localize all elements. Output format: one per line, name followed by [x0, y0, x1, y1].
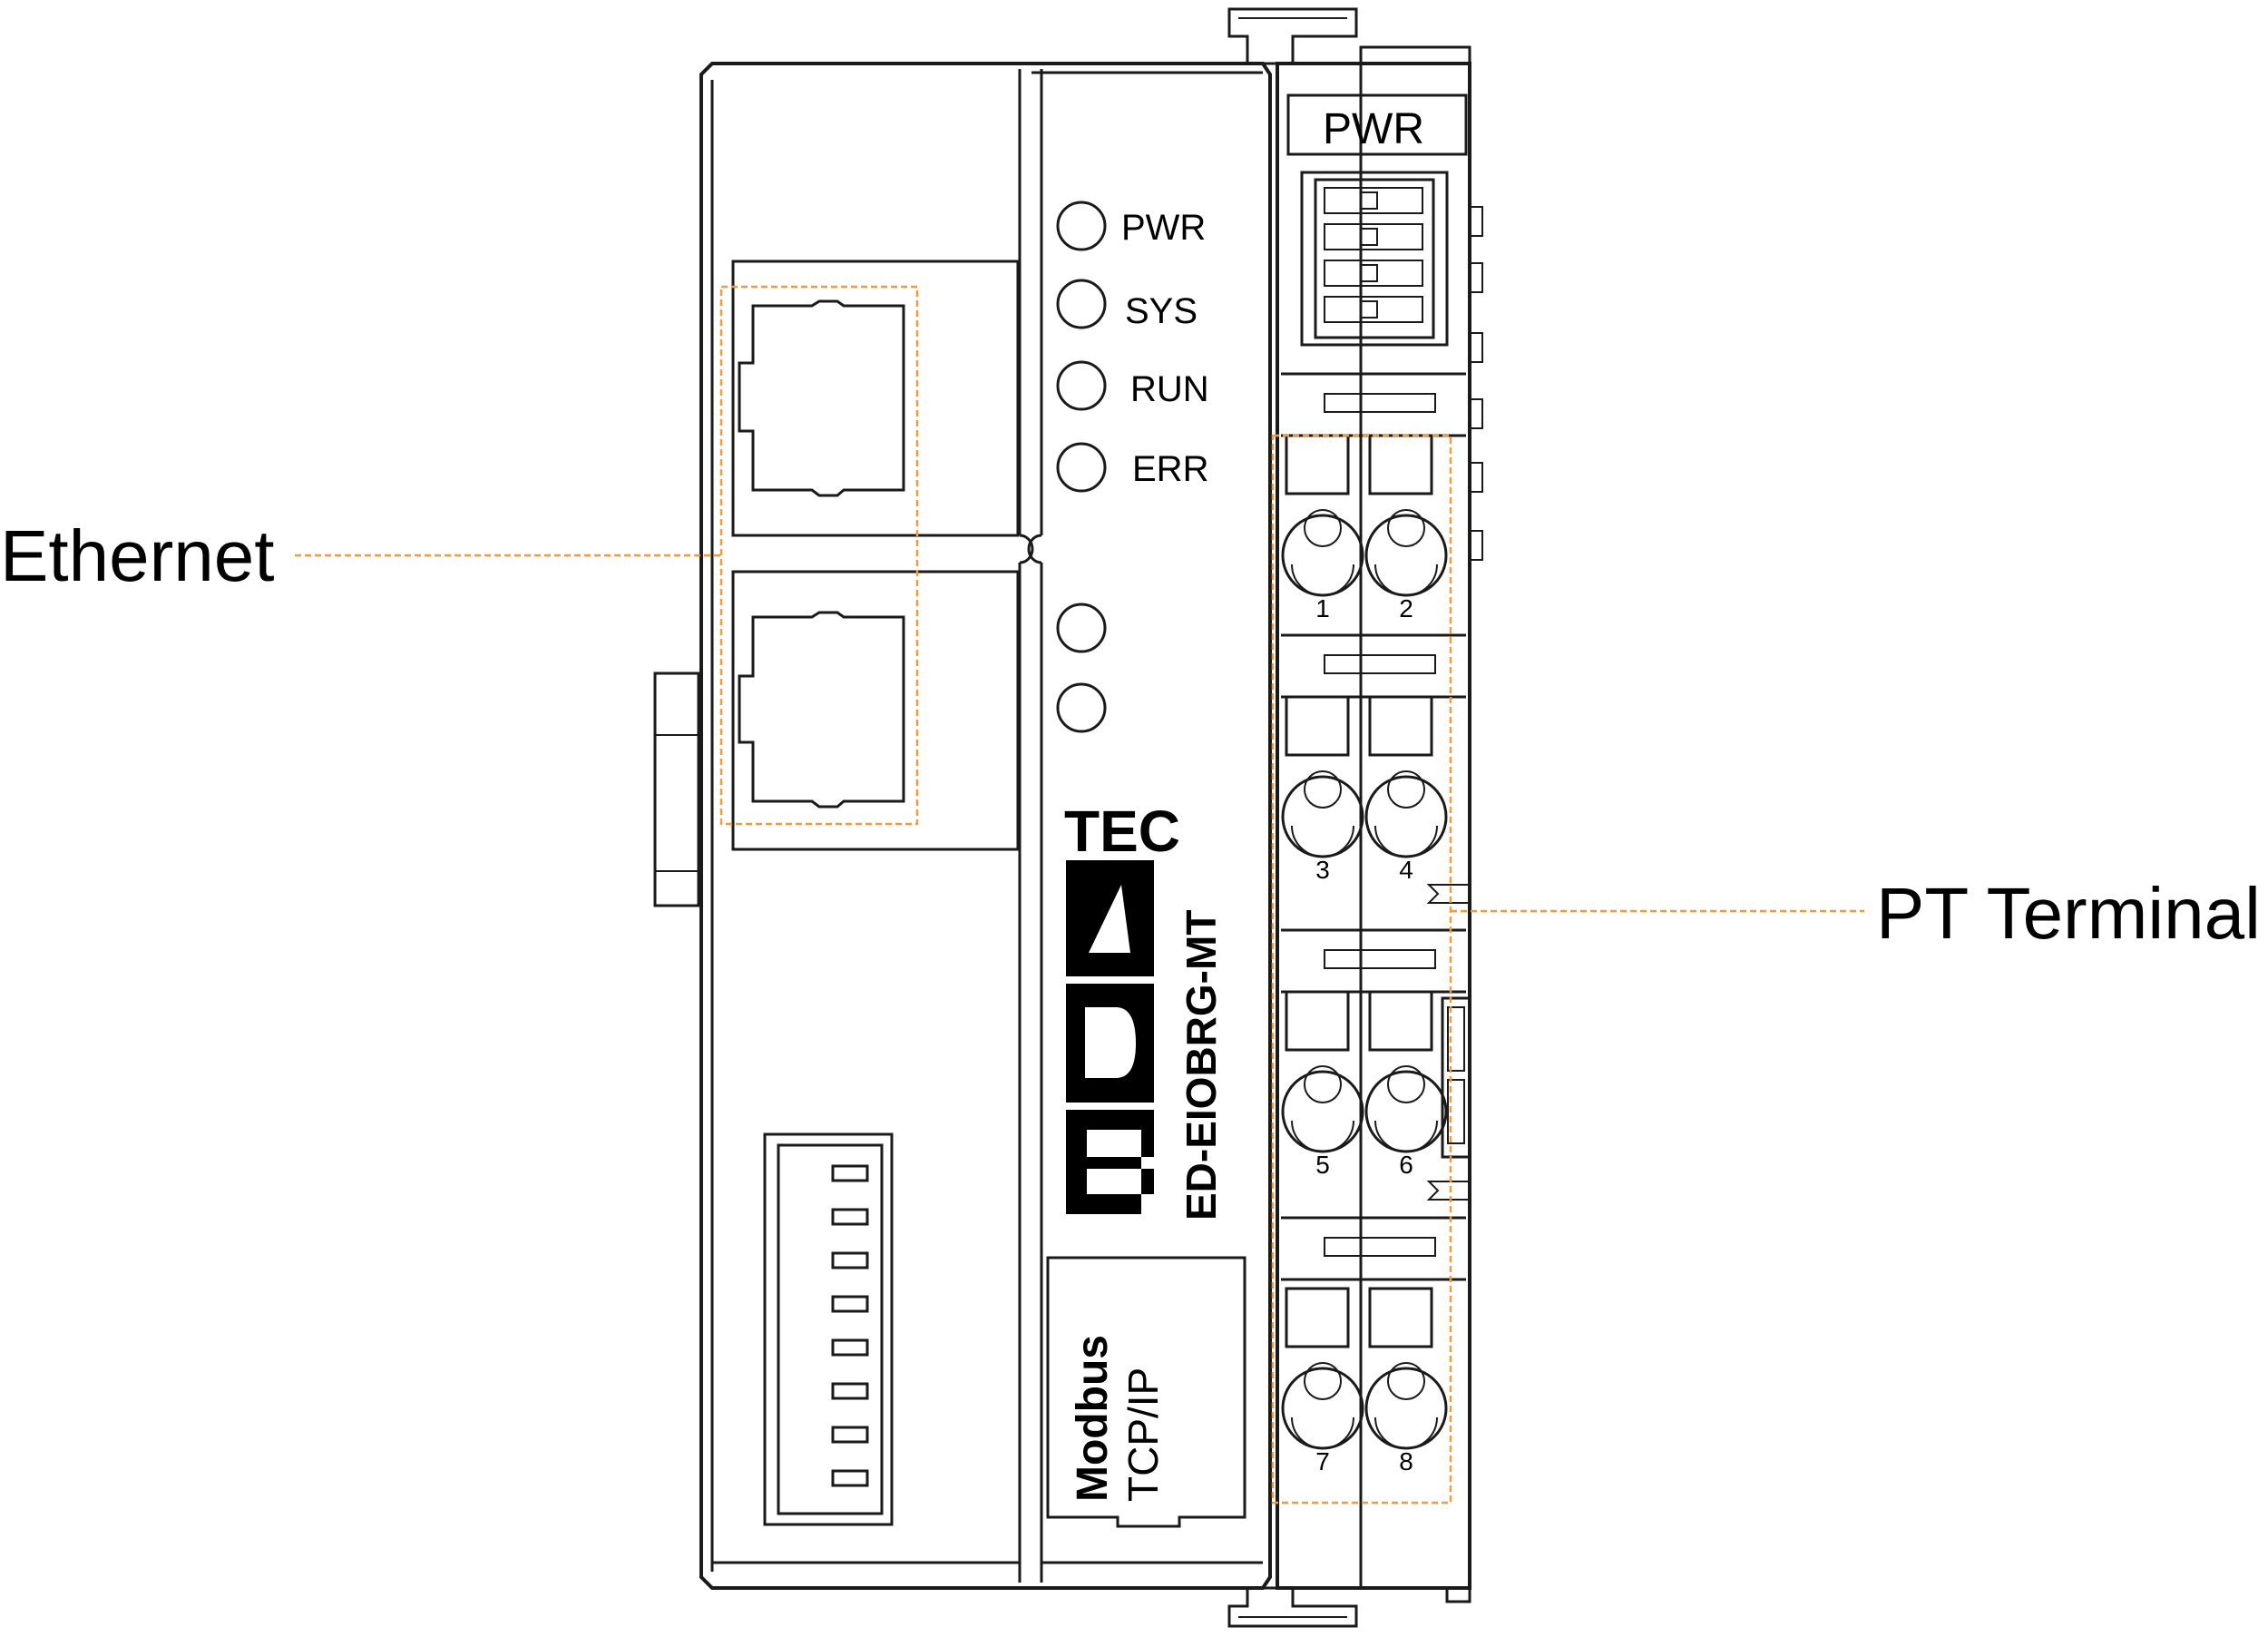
led-pwr-label: PWR	[1121, 208, 1206, 248]
dip-switch-slot	[831, 1469, 869, 1487]
status-leds: PWR SYS RUN ERR	[1056, 201, 1209, 733]
callout-ethernet-label: Ethernet	[0, 515, 274, 596]
terminal-number: 3	[1315, 856, 1330, 884]
led-pwr: PWR	[1056, 201, 1206, 251]
power-connector-slots	[1324, 187, 1423, 323]
pt-terminal-7: 7	[1281, 1287, 1364, 1475]
led-unlabeled-2	[1056, 682, 1107, 733]
callout-pt-terminal-label: PT Terminal	[1876, 873, 2261, 954]
dip-switch-slot	[831, 1338, 869, 1357]
pt-terminal-4: 4	[1364, 695, 1448, 884]
dip-switch-slot	[831, 1426, 869, 1444]
logo-tec: TEC	[1064, 799, 1180, 864]
pt-terminal-5: 5	[1281, 990, 1364, 1179]
pt-terminal-1: 1	[1281, 434, 1364, 622]
pt-terminal-3: 3	[1281, 695, 1364, 884]
terminal-number: 2	[1399, 594, 1413, 622]
protocol-line1: Modbus	[1069, 1335, 1117, 1502]
terminal-number: 4	[1399, 856, 1413, 884]
dip-switch-slot	[831, 1382, 869, 1400]
dip-switch-slot	[831, 1208, 869, 1226]
pt-terminal-2: 2	[1364, 434, 1448, 622]
dip-switch-slot	[831, 1295, 869, 1313]
pt-terminal-6: 6	[1364, 990, 1448, 1179]
model-number: ED-EIOBRG-MT	[1178, 910, 1225, 1220]
led-err: ERR	[1056, 442, 1208, 493]
led-run: RUN	[1056, 360, 1209, 411]
brand-logo: TEC	[1064, 799, 1180, 1214]
terminal-number: 5	[1315, 1151, 1330, 1179]
callout-ethernet: Ethernet	[0, 515, 721, 596]
callout-pt-terminal: PT Terminal	[1451, 873, 2261, 954]
ethernet-port-2	[731, 570, 1020, 851]
dip-switch-block	[763, 1132, 894, 1526]
led-err-label: ERR	[1132, 449, 1208, 489]
pt-terminal-8: 8	[1364, 1287, 1448, 1475]
pt-terminals: 1 2 3 4 5 6 7 8	[1281, 434, 1448, 1475]
terminal-number: 7	[1315, 1447, 1330, 1475]
separator-strips	[1281, 372, 1466, 1281]
din-rail-clip	[653, 671, 700, 907]
terminal-number: 8	[1399, 1447, 1413, 1475]
protocol-label-box: Modbus TCP/IP	[1046, 1256, 1246, 1528]
dip-switch-slot	[831, 1164, 869, 1182]
terminal-number: 1	[1315, 594, 1330, 622]
terminal-number: 6	[1399, 1151, 1413, 1179]
ethernet-port-1	[731, 260, 1020, 537]
top-clip	[1227, 7, 1471, 65]
led-unlabeled-1	[1056, 603, 1107, 653]
side-tabs	[1469, 206, 1483, 561]
power-header-label: PWR	[1323, 105, 1424, 153]
dip-switch-slot	[831, 1251, 869, 1269]
bottom-clip	[1227, 1586, 1471, 1628]
led-sys-label: SYS	[1125, 291, 1198, 331]
led-sys: SYS	[1056, 279, 1198, 331]
protocol-line2: TCP/IP	[1119, 1367, 1167, 1502]
ethernet-highlight-box	[719, 285, 919, 826]
pt-terminal-highlight-box	[1271, 434, 1452, 1505]
led-run-label: RUN	[1130, 369, 1209, 409]
